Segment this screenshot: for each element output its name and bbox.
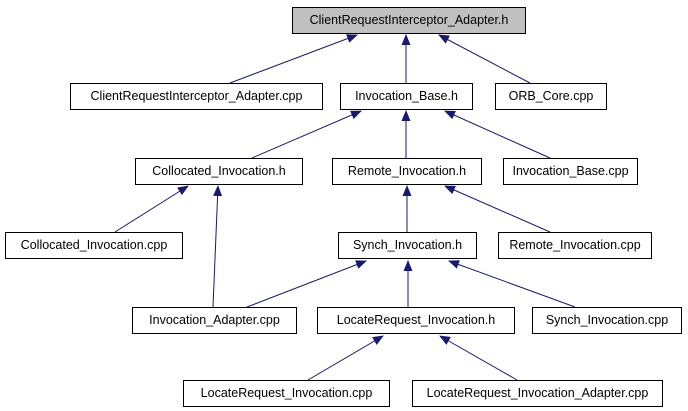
node-invocation-adapter-cpp[interactable]: Invocation_Adapter.cpp [132, 307, 297, 334]
node-locaterequest-invocation-h[interactable]: LocateRequest_Invocation.h [317, 307, 515, 334]
node-client-request-interceptor-adapter-cpp[interactable]: ClientRequestInterceptor_Adapter.cpp [70, 83, 323, 110]
node-locaterequest-invocation-cpp[interactable]: LocateRequest_Invocation.cpp [183, 380, 390, 407]
edge-collocated-invocation-h-to-invocation-base-h [251, 110, 362, 159]
node-invocation-base-cpp[interactable]: Invocation_Base.cpp [503, 158, 638, 185]
edge-collocated-invocation-cpp-to-collocated-invocation-h [114, 185, 189, 233]
node-orb-core-cpp[interactable]: ORB_Core.cpp [495, 83, 607, 110]
node-collocated-invocation-cpp[interactable]: Collocated_Invocation.cpp [5, 232, 183, 259]
edge-remote-invocation-cpp-to-remote-invocation-h [444, 185, 551, 233]
node-synch-invocation-cpp[interactable]: Synch_Invocation.cpp [532, 307, 682, 334]
edge-locaterequest-invocation-adapter-cpp-to-locaterequest-invocation-h [439, 335, 518, 381]
edge-locaterequest-invocation-cpp-to-locaterequest-invocation-h [307, 335, 384, 381]
node-remote-invocation-h[interactable]: Remote_Invocation.h [332, 158, 482, 185]
edge-orb-core-cpp-to-client-request-interceptor-adapter-h [438, 34, 531, 84]
edge-invocation-adapter-cpp-to-collocated-invocation-h [212, 185, 223, 308]
node-collocated-invocation-h[interactable]: Collocated_Invocation.h [135, 158, 303, 185]
edge-invocation-base-cpp-to-invocation-base-h [444, 110, 551, 159]
node-locaterequest-invocation-adapter-cpp[interactable]: LocateRequest_Invocation_Adapter.cpp [412, 380, 663, 407]
node-synch-invocation-h[interactable]: Synch_Invocation.h [338, 232, 477, 259]
edge-invocation-adapter-cpp-to-synch-invocation-h [246, 260, 367, 308]
edge-client-request-interceptor-adapter-cpp-to-client-request-interceptor-adapter-h [229, 34, 358, 84]
node-client-request-interceptor-adapter-h: ClientRequestInterceptor_Adapter.h [292, 7, 526, 34]
node-remote-invocation-cpp[interactable]: Remote_Invocation.cpp [498, 232, 652, 259]
node-invocation-base-h[interactable]: Invocation_Base.h [340, 83, 473, 110]
edge-synch-invocation-cpp-to-synch-invocation-h [448, 260, 576, 308]
